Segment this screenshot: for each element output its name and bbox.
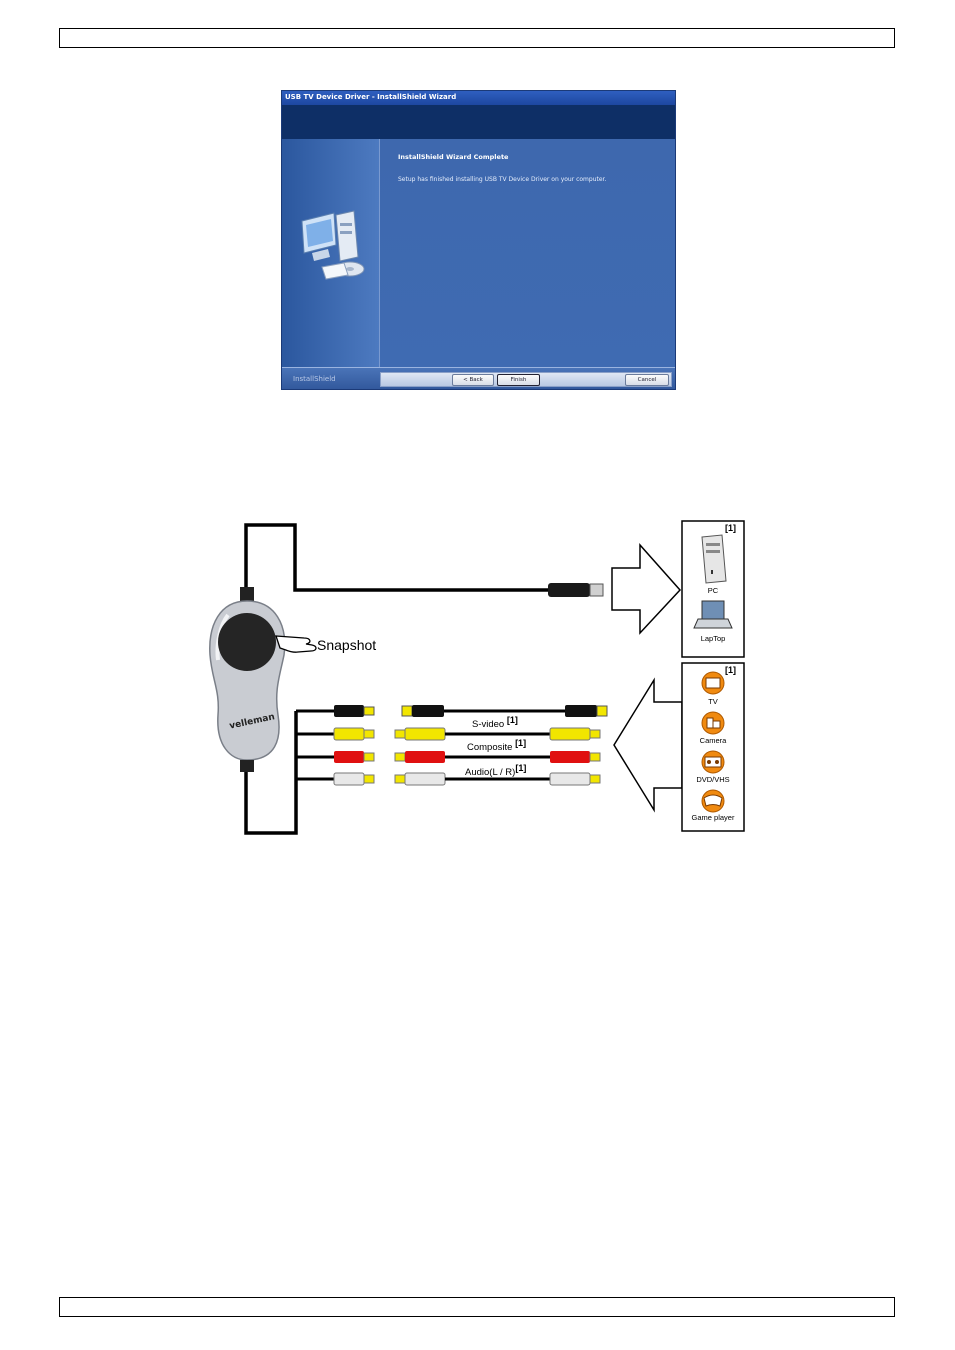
- diagram-graphics: velleman: [180, 515, 760, 845]
- wizard-side-panel: [282, 139, 380, 367]
- installshield-brand: InstallShield: [293, 375, 336, 383]
- cancel-button[interactable]: Cancel: [625, 374, 669, 386]
- camera-icon: [702, 712, 724, 734]
- back-button[interactable]: < Back: [452, 374, 494, 386]
- arrow-to-computer: [612, 545, 680, 633]
- pc-label: PC: [683, 586, 743, 595]
- usb-connector-tip: [590, 584, 603, 596]
- audio-label: Audio(L / R)[1]: [465, 763, 526, 778]
- window-title: USB TV Device Driver - InstallShield Wiz…: [285, 93, 456, 101]
- wizard-message: Setup has finished installing USB TV Dev…: [398, 176, 606, 183]
- svideo-label: S-video [1]: [472, 715, 518, 730]
- camera-label: Camera: [683, 736, 743, 745]
- tv-label: TV: [683, 697, 743, 706]
- game-player-icon: [702, 790, 724, 812]
- pc-tower-icon: [702, 535, 726, 583]
- source-ref-marker: [1]: [725, 665, 736, 675]
- snapshot-button: [218, 613, 276, 671]
- wizard-content-panel: [380, 139, 676, 367]
- window-title-bar: USB TV Device Driver - InstallShield Wiz…: [282, 91, 675, 105]
- usb-cable: [246, 525, 552, 590]
- game-player-label: Game player: [683, 813, 743, 822]
- window-header-band: [282, 105, 675, 139]
- connection-diagram: velleman: [180, 515, 760, 845]
- dvd-vhs-icon: [702, 751, 724, 773]
- arrow-from-sources: [614, 680, 682, 810]
- page-header-box: [59, 28, 895, 48]
- snapshot-label: Snapshot: [317, 637, 376, 653]
- usb-plug: [548, 583, 590, 597]
- computer-illustration-icon: [282, 139, 379, 367]
- device-bottom-strain-relief: [240, 760, 254, 772]
- wizard-heading: InstallShield Wizard Complete: [398, 153, 508, 161]
- laptop-label: LapTop: [683, 634, 743, 643]
- computer-ref-marker: [1]: [725, 523, 736, 533]
- installshield-window: USB TV Device Driver - InstallShield Wiz…: [281, 90, 676, 390]
- device-plugs: [334, 705, 374, 785]
- page-footer-box: [59, 1297, 895, 1317]
- composite-label: Composite [1]: [467, 738, 526, 753]
- finish-button[interactable]: Finish: [497, 374, 540, 386]
- dvd-vhs-label: DVD/VHS: [683, 775, 743, 784]
- wizard-footer: InstallShield < Back Finish Cancel: [282, 367, 675, 390]
- device-top-strain-relief: [240, 587, 254, 601]
- tv-icon: [702, 672, 724, 694]
